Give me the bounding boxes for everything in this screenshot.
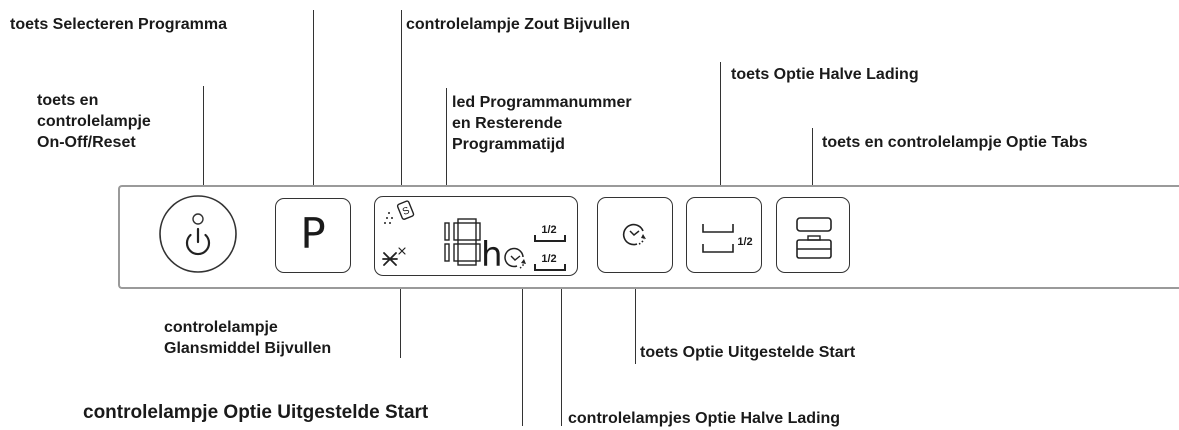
- digit-1-segment-a: [457, 218, 477, 224]
- delay-start-button[interactable]: [597, 197, 673, 273]
- digit-0-segment-c: [444, 243, 450, 262]
- half-load-icon: 1/2: [702, 224, 753, 253]
- clock-delay-icon: [504, 247, 526, 269]
- label-half-load-button: toets Optie Halve Lading: [731, 66, 919, 83]
- label-rinse-aid: controlelampje Glansmiddel Bijvullen: [164, 319, 332, 357]
- svg-text:1/2: 1/2: [541, 224, 556, 236]
- label-half-load-lamps: controlelampjes Optie Halve Lading: [568, 410, 841, 427]
- label-delay-lamp: controlelampje Optie Uitgestelde Start: [83, 402, 429, 423]
- leader-line-onoff: [203, 86, 204, 194]
- label-salt-lamp: controlelampje Zout Bijvullen: [406, 16, 631, 33]
- label-program-led: led Programmanummer en Resterende Progra…: [452, 94, 632, 153]
- half-load-icon-bottom: 1/2: [534, 253, 566, 271]
- leader-line-tabs: [812, 128, 813, 190]
- svg-text:1/2: 1/2: [737, 236, 752, 248]
- label-program-button: toets Selecteren Programma: [10, 16, 227, 33]
- program-select-button[interactable]: P: [275, 198, 351, 273]
- digit-1-segment-f: [453, 222, 459, 241]
- label-delay-button: toets Optie Uitgestelde Start: [640, 344, 856, 361]
- leader-line-program-led: [446, 88, 447, 204]
- svg-text:S: S: [401, 205, 412, 218]
- leader-line-rinse-aid: [400, 282, 401, 358]
- program-key-label: P: [300, 209, 326, 258]
- tabs-button[interactable]: [776, 197, 850, 273]
- program-digits: [444, 218, 481, 266]
- label-onoff: toets en controlelampje On-Off/Reset: [37, 92, 151, 151]
- digit-1-segment-c: [475, 243, 481, 262]
- half-load-icon-top: 1/2: [534, 224, 566, 242]
- leader-line-half-load-lamps: [561, 280, 562, 426]
- display-unit-h: h: [481, 235, 503, 275]
- digit-1-segment-g: [457, 239, 477, 245]
- digit-1-segment-d: [457, 260, 477, 266]
- label-tabs: toets en controlelampje Optie Tabs: [822, 134, 1088, 151]
- leader-line-program: [313, 10, 314, 192]
- leader-line-delay-button: [635, 280, 636, 364]
- svg-text:1/2: 1/2: [541, 253, 556, 265]
- power-icon: [159, 195, 237, 273]
- digit-1-segment-e: [453, 243, 459, 262]
- salt-icon: S: [384, 200, 415, 224]
- digit-1-segment-b: [475, 222, 481, 241]
- half-load-button[interactable]: 1/2: [686, 197, 762, 273]
- clock-delay-icon: [622, 223, 646, 246]
- program-display: S h 1/2 1/2: [374, 196, 578, 276]
- tabs-icon: [796, 217, 832, 259]
- digit-0-segment-b: [444, 222, 450, 241]
- onoff-button[interactable]: [158, 194, 238, 274]
- leader-line-delay-lamp: [522, 280, 523, 426]
- rinse-aid-icon: [382, 247, 406, 266]
- leader-line-salt: [401, 10, 402, 190]
- leader-line-half-load-button: [720, 62, 721, 190]
